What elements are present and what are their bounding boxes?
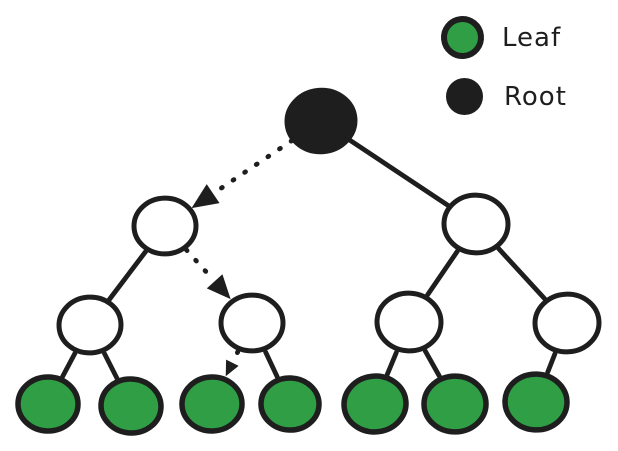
tree-node-leaf <box>179 374 245 434</box>
tree-edge <box>106 249 149 302</box>
tree-edge-dotted <box>231 349 241 362</box>
path-arrowhead-icon <box>206 274 231 300</box>
tree-node-leaf <box>15 374 81 434</box>
path-arrowhead-icon <box>225 359 239 377</box>
tree-edge <box>545 351 558 375</box>
tree-edge <box>347 137 451 209</box>
tree-node-internal <box>441 192 511 256</box>
tree-edge <box>495 245 548 302</box>
tree-node-leaf <box>421 373 489 435</box>
tree-node-leaf <box>502 371 570 433</box>
tree-node-leaf <box>98 376 164 436</box>
tree-edge <box>102 351 120 381</box>
tree-node-internal <box>56 294 124 356</box>
tree-node-internal <box>374 290 444 354</box>
tree-edge <box>263 349 280 380</box>
tree-node-leaf <box>258 375 322 433</box>
path-arrowhead-icon <box>191 184 220 209</box>
tree-node-internal <box>218 292 286 354</box>
tree-edge <box>422 348 442 379</box>
tree-edge <box>425 248 460 298</box>
tree-edge <box>60 350 78 380</box>
tree-edge-dotted <box>214 138 295 194</box>
tree-edge <box>384 350 399 377</box>
tree-node-internal <box>131 195 199 257</box>
tree-node-internal <box>532 291 602 355</box>
tree-edge-dotted <box>183 247 215 281</box>
tree-node-leaf <box>341 373 409 435</box>
tree-node-root <box>284 87 358 155</box>
